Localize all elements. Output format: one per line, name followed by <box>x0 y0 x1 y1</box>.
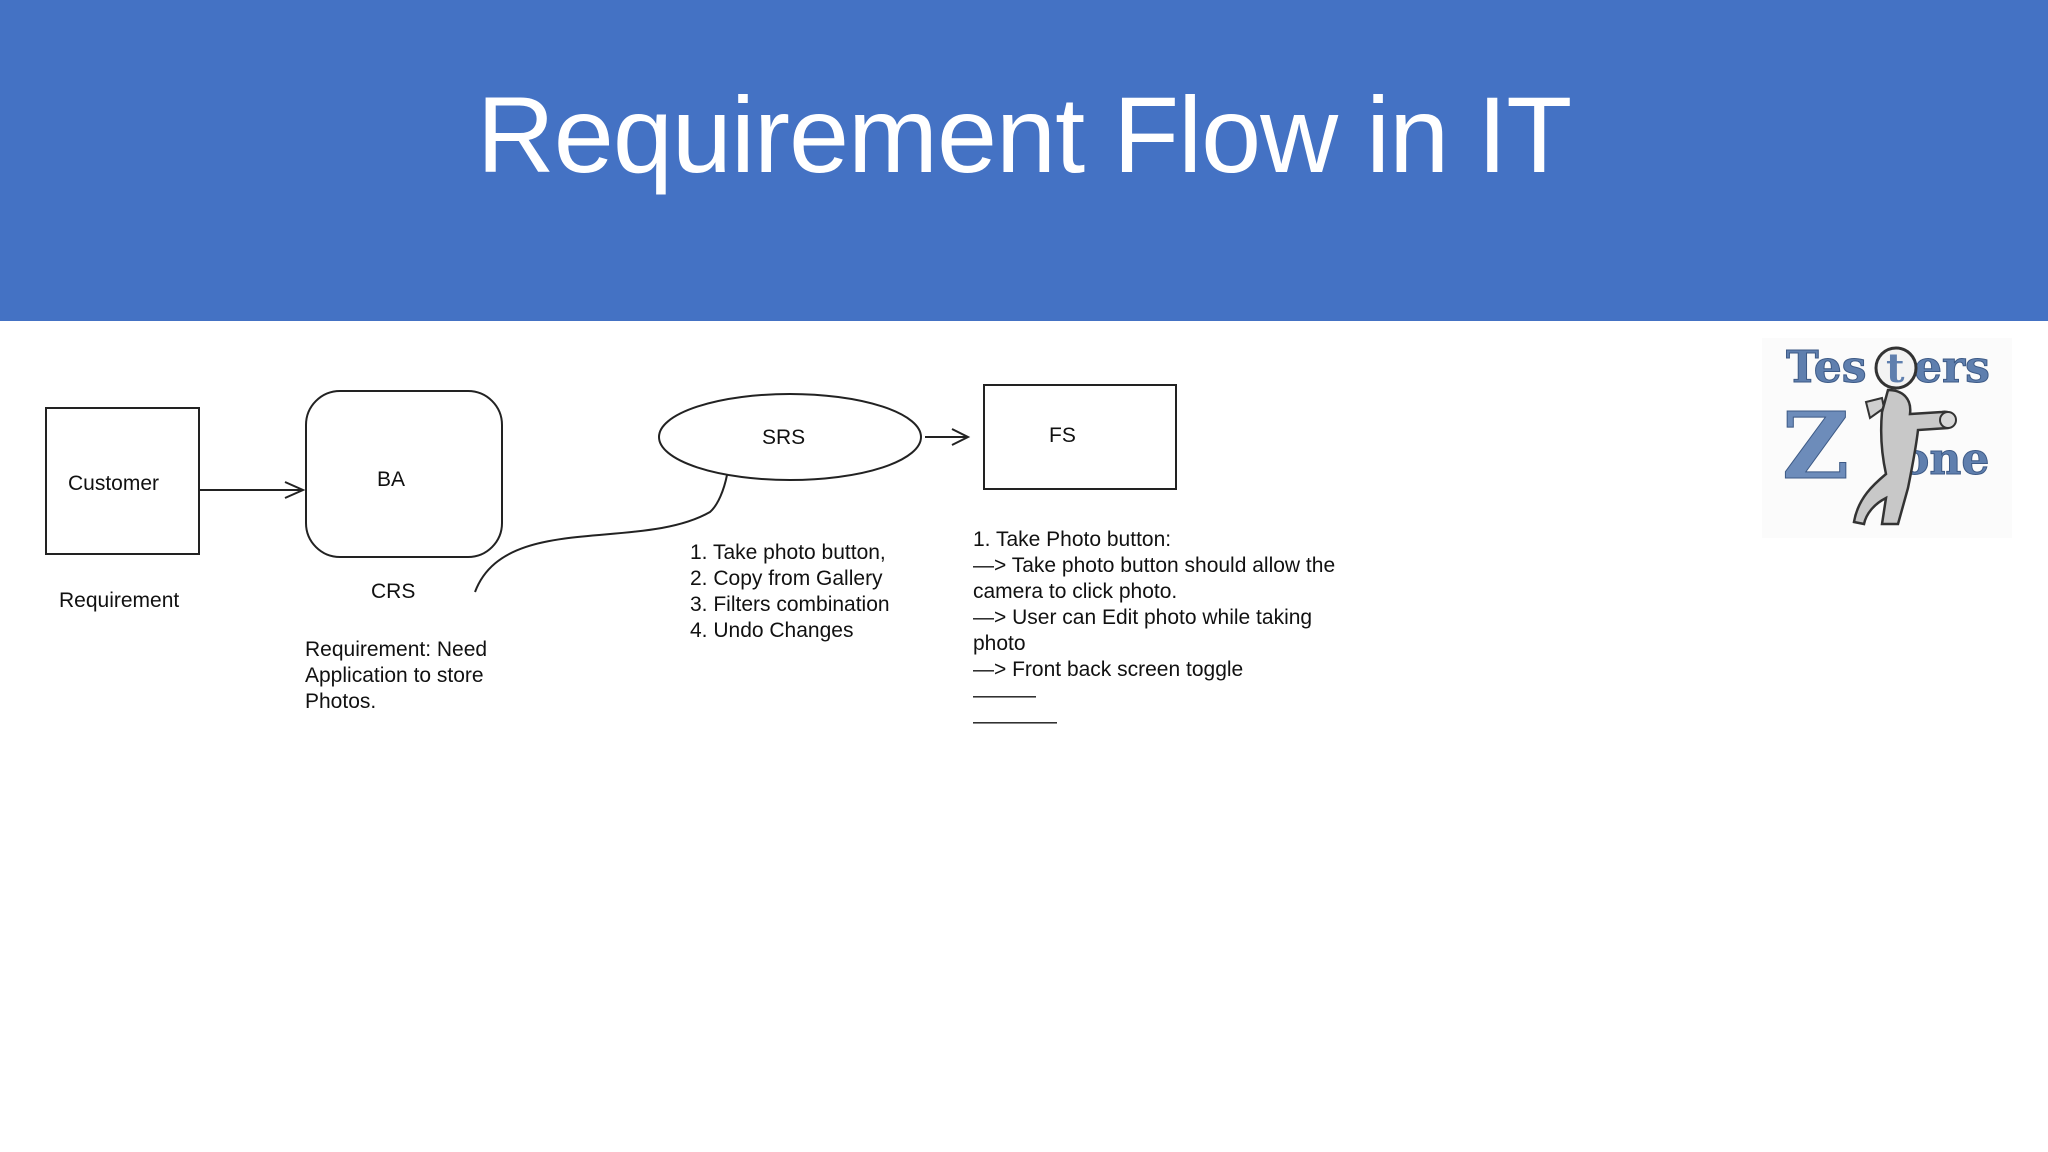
requirement-label: Requirement <box>59 589 180 612</box>
note-line: Application to store <box>305 664 484 687</box>
fs-label: FS <box>1049 424 1076 447</box>
title-banner: Requirement Flow in IT <box>0 0 2048 321</box>
svg-text:t: t <box>1886 345 1905 392</box>
note-line: ——— <box>973 684 1036 707</box>
note-line: photo <box>973 632 1026 655</box>
crs-requirement-note: Requirement: Need Application to store P… <box>305 637 487 715</box>
fs-box <box>983 384 1177 490</box>
note-line: ———— <box>973 710 1057 733</box>
srs-feature-list: 1. Take photo button, 2. Copy from Galle… <box>690 540 890 644</box>
customer-box <box>45 407 200 555</box>
slide-title: Requirement Flow in IT <box>476 74 1572 195</box>
srs-label: SRS <box>762 426 806 449</box>
list-item: 3. Filters combination <box>690 593 890 616</box>
ba-label: BA <box>377 468 406 491</box>
list-item: 4. Undo Changes <box>690 619 854 642</box>
crs-label: CRS <box>371 580 416 603</box>
customer-label: Customer <box>68 472 160 495</box>
note-line: 1. Take Photo button: <box>973 528 1172 551</box>
list-item: 2. Copy from Gallery <box>690 567 883 590</box>
svg-text:Z: Z <box>1782 392 1849 500</box>
note-line: Requirement: Need <box>305 638 488 661</box>
note-line: —> Take photo button should allow the <box>973 554 1336 577</box>
svg-text:ers: ers <box>1914 342 1990 393</box>
connector-crs-to-srs <box>474 474 728 593</box>
arrow-srs-to-fs <box>925 428 971 446</box>
note-line: —> Front back screen toggle <box>973 658 1244 681</box>
list-item: 1. Take photo button, <box>690 541 886 564</box>
ba-box <box>305 390 503 558</box>
note-line: —> User can Edit photo while taking <box>973 606 1313 629</box>
svg-text:Tes: Tes <box>1786 342 1866 393</box>
arrow-customer-to-ba <box>199 481 306 499</box>
note-line: Photos. <box>305 690 377 713</box>
srs-ellipse <box>658 393 922 481</box>
magnifier-man-icon: t <box>1852 345 1957 526</box>
testers-zone-logo: Tes ers Z one t <box>1762 338 2012 538</box>
fs-spec-note: 1. Take Photo button: —> Take photo butt… <box>973 527 1335 735</box>
note-line: camera to click photo. <box>973 580 1178 603</box>
